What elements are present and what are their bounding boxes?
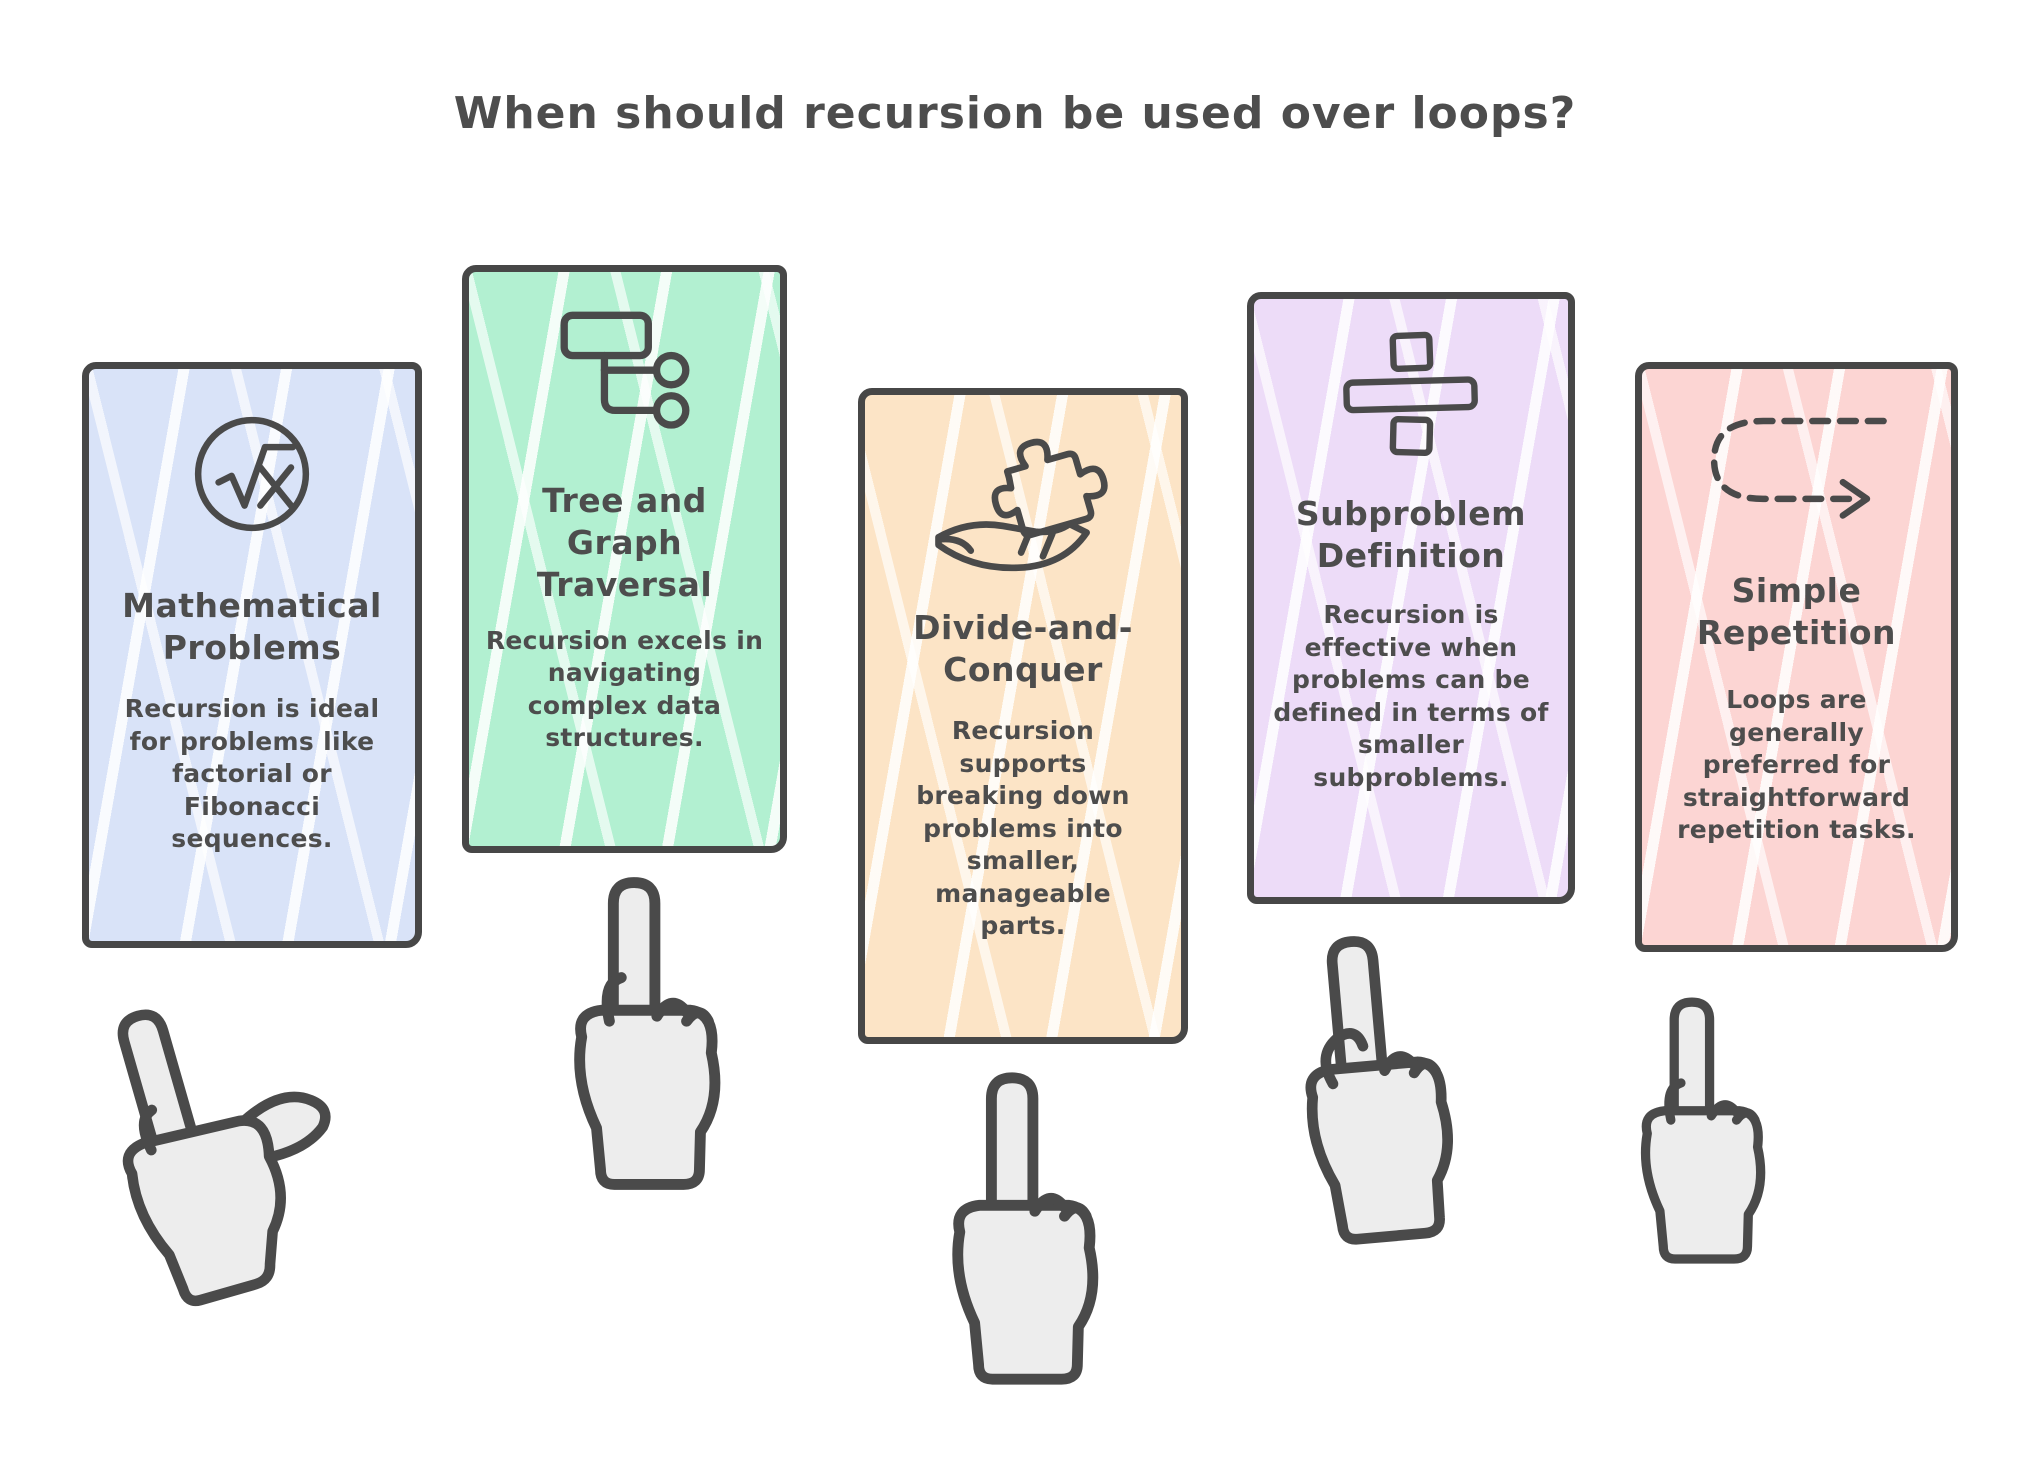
card-tree-graph-traversal: Tree and Graph Traversal Recursion excel… (462, 265, 787, 853)
card-subproblem-definition: Subproblem Definition Recursion is effec… (1247, 292, 1575, 904)
pointing-hand-illustration (952, 1072, 1099, 1385)
card-body: Recursion is ideal for problems like fac… (124, 694, 380, 854)
card-mathematical-problems: Mathematical Problems Recursion is ideal… (82, 362, 422, 948)
card-title: Simple Repetition (1696, 571, 1897, 653)
card-body: Recursion excels in navigating complex d… (485, 625, 764, 753)
card-title: Divide-and- Conquer (913, 608, 1133, 690)
card-body: Loops are generally preferred for straig… (1677, 685, 1916, 845)
pointing-hand-illustration (1305, 936, 1453, 1245)
tree-diagram-icon (560, 311, 689, 429)
sqrt-x-icon (194, 416, 310, 532)
card-title: Subproblem Definition (1295, 494, 1527, 576)
loop-arrow-icon (1710, 417, 1887, 519)
card-title: Mathematical Problems (122, 586, 382, 668)
page-title: When should recursion be used over loops… (453, 88, 1577, 139)
division-icon (1343, 331, 1478, 456)
pointing-hand-illustration (574, 877, 721, 1190)
pointing-hand-illustration (117, 1009, 331, 1307)
card-divide-and-conquer: Divide-and- Conquer Recursion supports b… (858, 388, 1188, 1044)
pointing-hand-illustration (1640, 997, 1766, 1264)
card-simple-repetition: Simple Repetition Loops are generally pr… (1635, 362, 1958, 952)
card-title: Tree and Graph Traversal (536, 481, 713, 605)
card-body: Recursion is effective when problems can… (1273, 600, 1549, 792)
hand-puzzle-icon (935, 438, 1108, 572)
card-body: Recursion supports breaking down problem… (916, 716, 1130, 941)
